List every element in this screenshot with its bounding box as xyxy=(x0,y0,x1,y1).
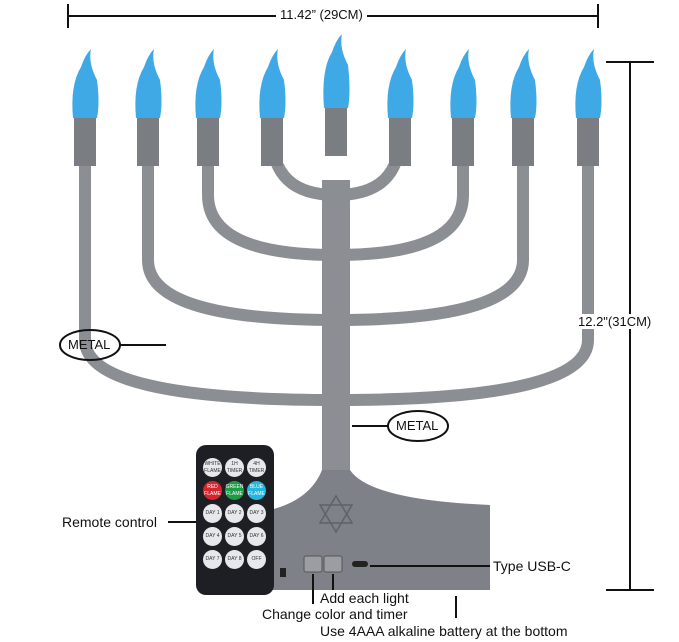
remote-button[interactable]: DAY 7 xyxy=(203,550,222,569)
battery-label: Use 4AAA alkaline battery at the bottom xyxy=(320,623,568,639)
candle xyxy=(72,49,99,166)
remote-control-label: Remote control xyxy=(62,514,157,530)
metal-label-left: METAL xyxy=(68,337,111,352)
remote-button[interactable]: DAY 1 xyxy=(203,504,222,523)
menorah-arm xyxy=(330,154,529,326)
flame-bulb-icon xyxy=(259,49,286,118)
remote-button[interactable]: 4H TIMER xyxy=(247,458,266,477)
candle-cup xyxy=(577,118,599,166)
candle xyxy=(259,49,286,166)
menorah-arm xyxy=(142,154,342,326)
flame-bulb-icon xyxy=(195,49,222,118)
candle-cup xyxy=(137,118,159,166)
remote-button[interactable]: 1H TIMER xyxy=(225,458,244,477)
candle xyxy=(575,49,602,166)
candle xyxy=(323,34,350,156)
metal-label-center: METAL xyxy=(396,418,439,433)
candles xyxy=(72,34,602,166)
remote-button[interactable]: DAY 4 xyxy=(203,527,222,546)
change-color-label: Change color and timer xyxy=(262,606,408,622)
color-timer-button[interactable] xyxy=(323,555,343,573)
candle-cup xyxy=(325,108,347,156)
usb-c-port xyxy=(352,561,368,567)
power-button[interactable] xyxy=(303,555,323,573)
candle-cup xyxy=(74,118,96,166)
remote-button[interactable]: BLUE FLAME xyxy=(247,481,266,500)
remote-button[interactable]: DAY 5 xyxy=(225,527,244,546)
candle xyxy=(135,49,162,166)
remote-button[interactable]: GREEN FLAME xyxy=(225,481,244,500)
star-of-david-icon xyxy=(318,494,354,534)
candle-cup xyxy=(261,118,283,166)
menorah-arm xyxy=(202,154,342,261)
remote-button[interactable]: DAY 2 xyxy=(225,504,244,523)
menorah-arms xyxy=(79,134,594,406)
menorah-arm xyxy=(79,154,342,406)
remote-button[interactable]: RED FLAME xyxy=(203,481,222,500)
menorah-arm xyxy=(330,154,594,406)
candle-cup xyxy=(512,118,534,166)
flame-bulb-icon xyxy=(575,49,602,118)
remote-button[interactable]: DAY 6 xyxy=(247,527,266,546)
remote-button[interactable]: WHITE FLAME xyxy=(203,458,222,477)
candle xyxy=(387,49,414,166)
flame-bulb-icon xyxy=(72,49,99,118)
candle-cup xyxy=(452,118,474,166)
remote-button[interactable]: DAY 8 xyxy=(225,550,244,569)
flame-bulb-icon xyxy=(323,34,350,108)
flame-bulb-icon xyxy=(450,49,477,118)
menorah-arm xyxy=(330,154,469,261)
callout-lines xyxy=(59,329,490,618)
candle xyxy=(510,49,537,166)
candle xyxy=(195,49,222,166)
remote-button[interactable]: OFF xyxy=(247,550,266,569)
menorah-base xyxy=(270,470,490,590)
candle xyxy=(450,49,477,166)
add-light-label: Add each light xyxy=(320,590,409,606)
remote-button[interactable]: DAY 3 xyxy=(247,504,266,523)
center-stem xyxy=(322,180,350,480)
flame-bulb-icon xyxy=(135,49,162,118)
flame-bulb-icon xyxy=(510,49,537,118)
height-label: 12.2"(31CM) xyxy=(578,314,652,329)
width-label: 11.42” (29CM) xyxy=(276,7,367,22)
flame-bulb-icon xyxy=(387,49,414,118)
candle-cup xyxy=(197,118,219,166)
candle-cup xyxy=(389,118,411,166)
switch xyxy=(280,568,286,577)
usb-c-label: Type USB-C xyxy=(493,558,571,574)
